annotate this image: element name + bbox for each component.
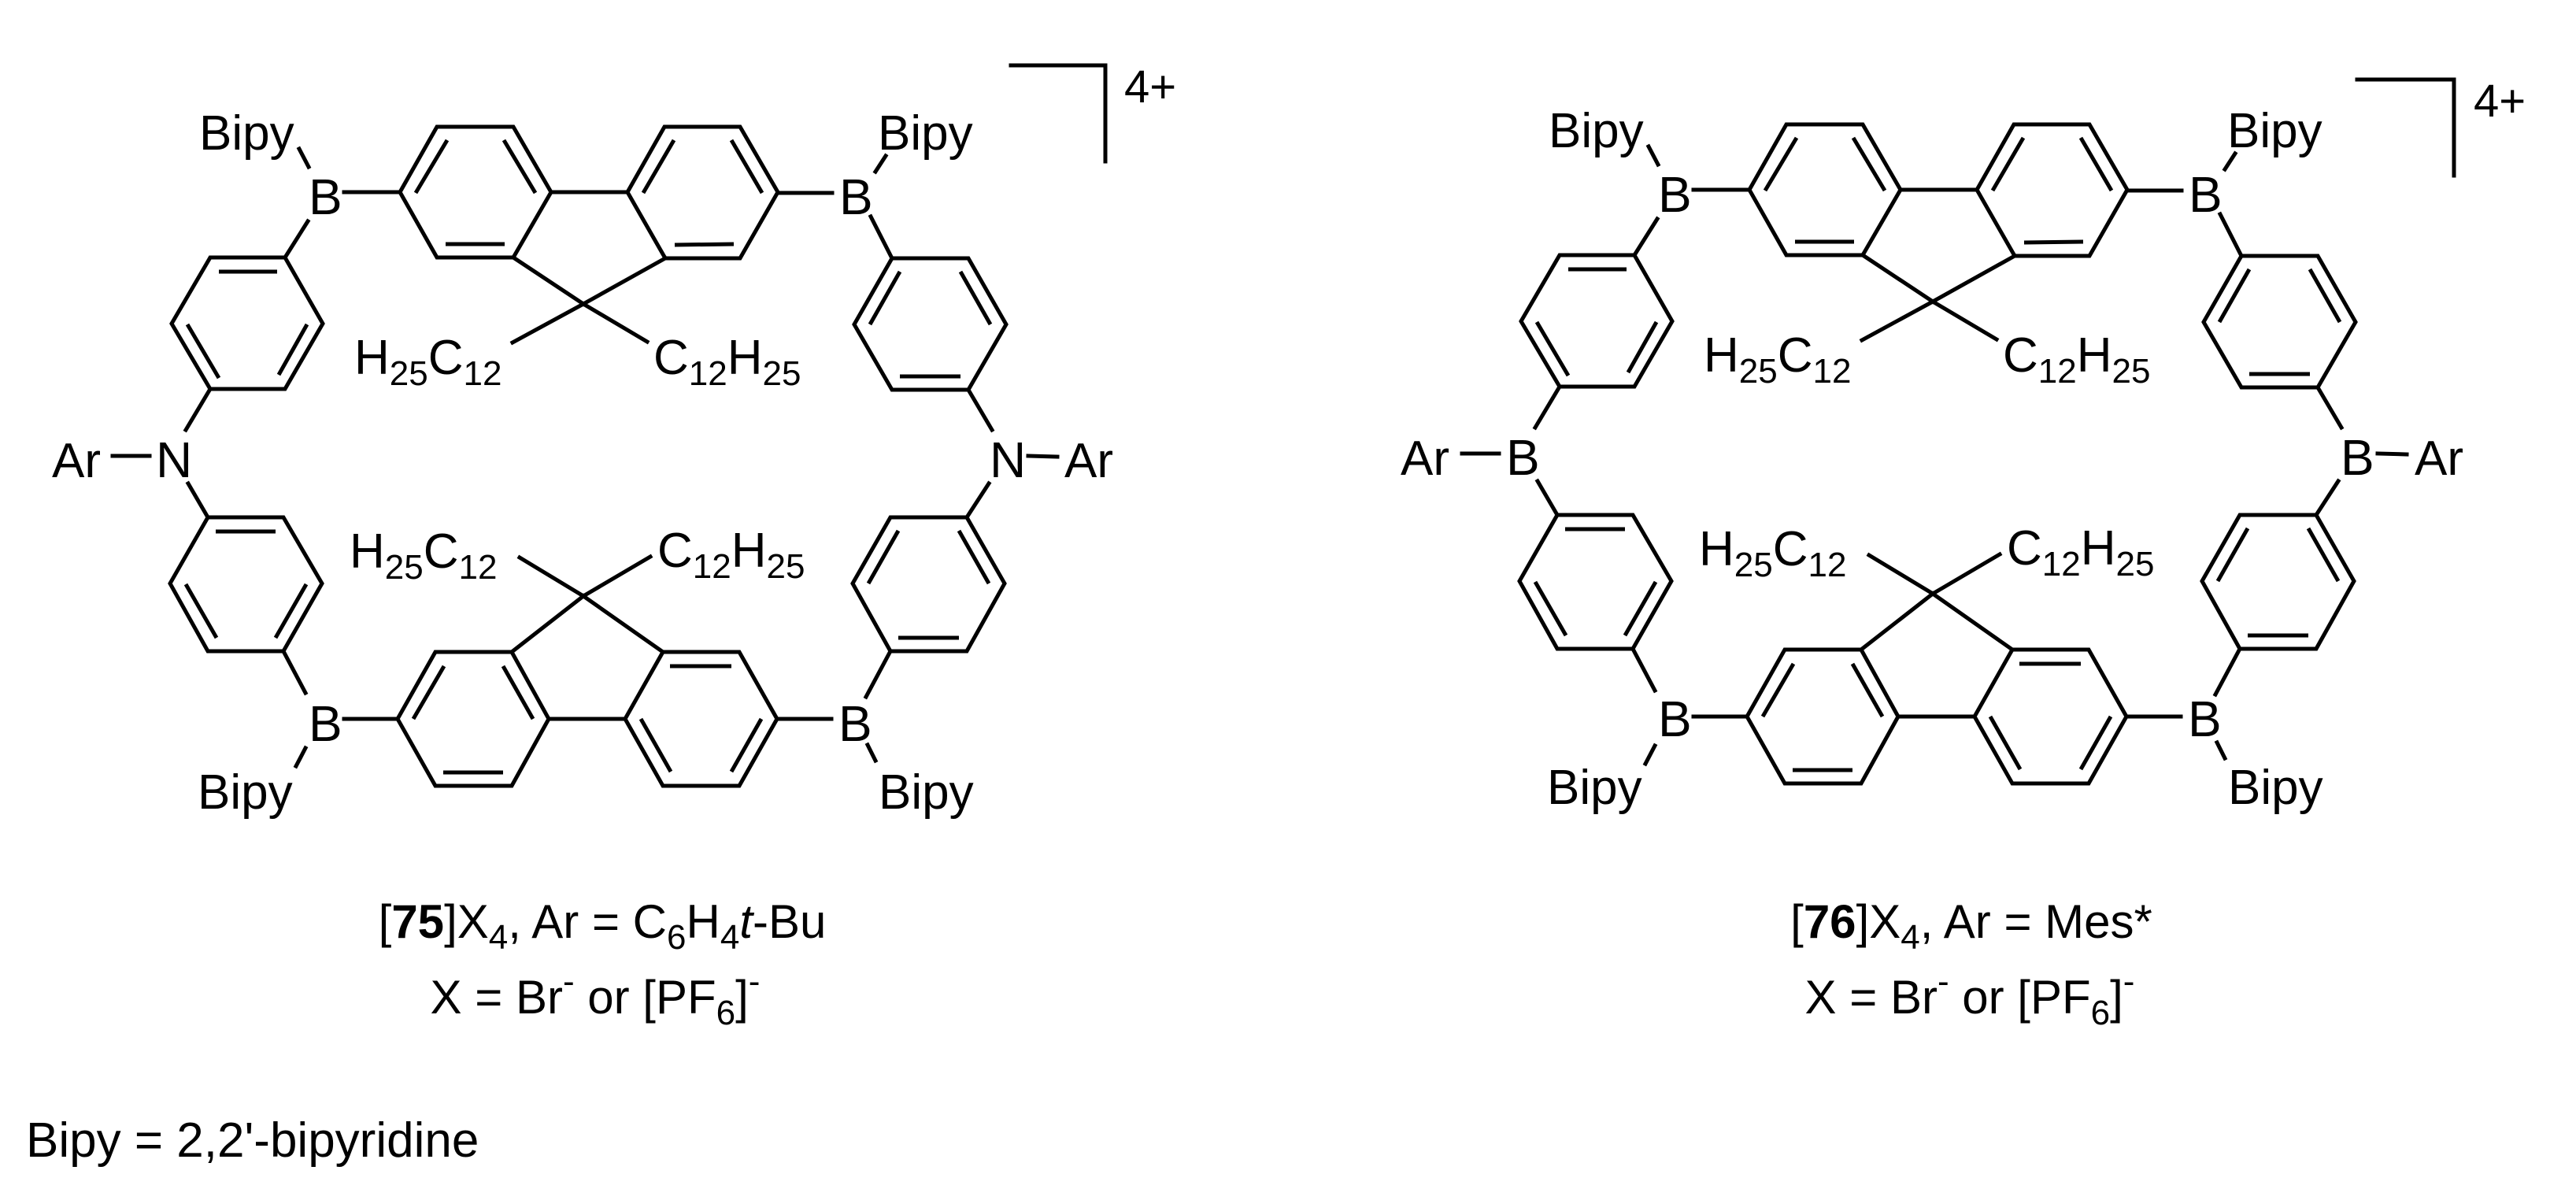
bipy-label-bottom-left: Bipy <box>1547 761 1642 815</box>
compound-75-structure: Bipy Bipy Bipy Bipy B B B B N N Ar Ar H2… <box>52 61 1176 820</box>
charge-bracket <box>2355 77 2456 178</box>
boron-atom-bottom-right: B <box>838 695 872 752</box>
macrocycle-skeleton <box>113 127 1057 786</box>
dodecyl-label-bottom-left: H25C12 <box>350 524 497 587</box>
dodecyl-label-top-left: H25C12 <box>1704 328 1851 391</box>
nitrogen-atom-right: N <box>990 431 1026 488</box>
bipy-label-bottom-right: Bipy <box>2228 761 2323 815</box>
charge-label: 4+ <box>1124 61 1176 113</box>
boron-atom-bottom-right: B <box>2188 691 2222 747</box>
boron-atom-top-right: B <box>839 169 873 225</box>
caption-76-line1: [76]X4, Ar = Mes* <box>1790 895 2152 957</box>
dodecyl-label-bottom-right: C12H25 <box>2007 521 2154 583</box>
aryl-label-left: Ar <box>1401 431 1449 486</box>
dodecyl-label-top-right: C12H25 <box>653 331 801 393</box>
boron-atom-bottom-left: B <box>309 695 342 752</box>
bipy-label-top-left: Bipy <box>199 106 294 161</box>
macrocycle-skeleton <box>1462 124 2407 783</box>
charge-label: 4+ <box>2474 76 2526 127</box>
aryl-label-right: Ar <box>1064 434 1113 488</box>
dodecyl-label-top-right: C12H25 <box>2003 328 2150 391</box>
bipy-label-top-left: Bipy <box>1549 104 1644 158</box>
bipy-label-top-right: Bipy <box>2227 104 2322 158</box>
caption-75-line2: X = Br- or [PF6]- <box>431 962 761 1032</box>
charge-bracket <box>1009 63 1108 164</box>
dodecyl-label-top-left: H25C12 <box>354 331 502 393</box>
caption-76-line2: X = Br- or [PF6]- <box>1805 962 2135 1032</box>
boron-atom-top-right: B <box>2189 166 2223 223</box>
boron-linker-atom-left: B <box>1506 429 1540 486</box>
aryl-label-left: Ar <box>52 434 101 488</box>
caption-75-line1: [75]X4, Ar = C6H4t-Bu <box>379 895 827 957</box>
nitrogen-atom-left: N <box>156 431 192 488</box>
compound-76-structure: Bipy Bipy Bipy Bipy B B B B B B Ar Ar H2… <box>1401 76 2526 815</box>
dodecyl-label-bottom-right: C12H25 <box>657 524 805 586</box>
bipy-label-top-right: Bipy <box>878 106 973 161</box>
dodecyl-label-bottom-left: H25C12 <box>1699 522 1846 584</box>
boron-linker-atom-right: B <box>2341 429 2374 486</box>
boron-atom-bottom-left: B <box>1658 691 1692 747</box>
bipy-legend: Bipy = 2,2'-bipyridine <box>26 1113 479 1168</box>
boron-atom-top-left: B <box>1658 166 1692 223</box>
bipy-label-bottom-left: Bipy <box>198 765 293 820</box>
bipy-label-bottom-right: Bipy <box>879 765 974 820</box>
boron-atom-top-left: B <box>309 169 342 225</box>
aryl-label-right: Ar <box>2415 431 2463 486</box>
